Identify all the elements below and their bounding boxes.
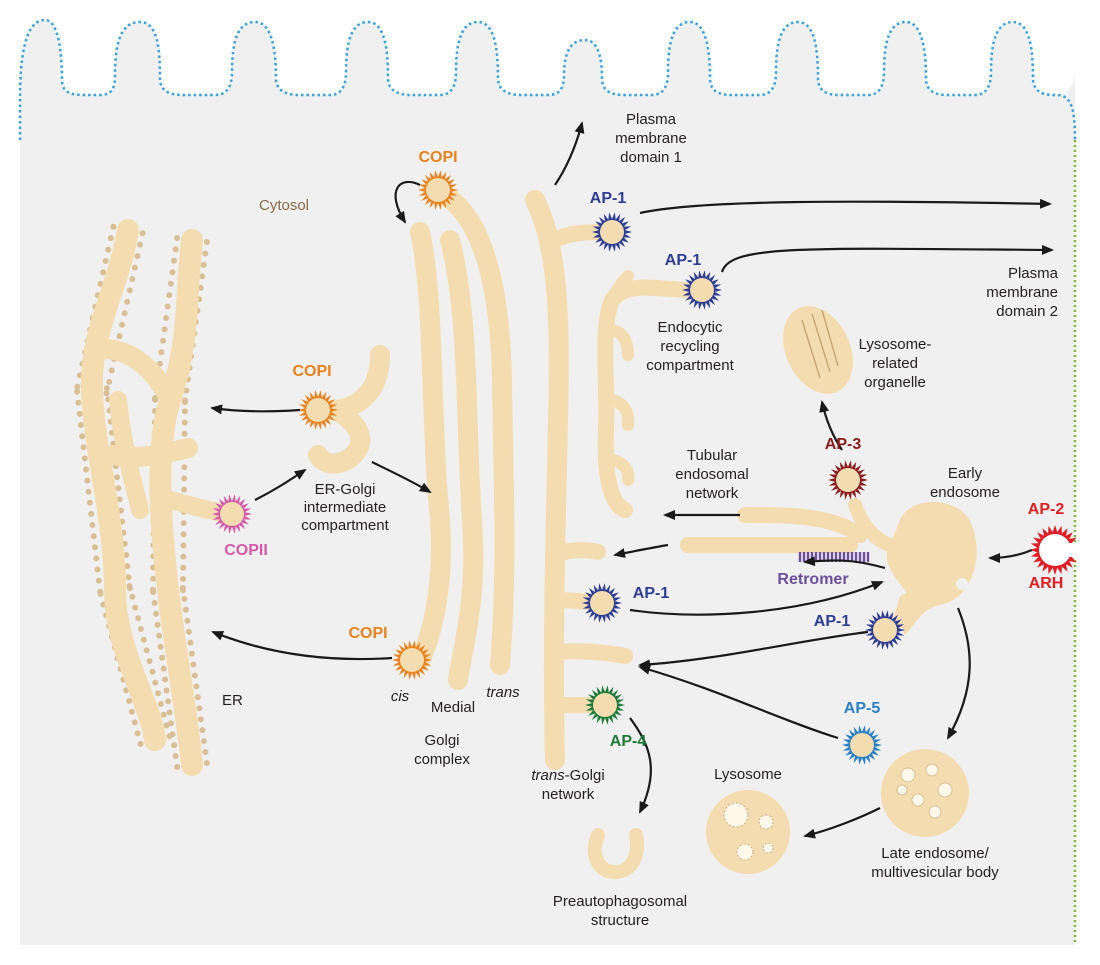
ap1-bud-d <box>865 610 905 650</box>
ap1-bud-c <box>582 583 622 623</box>
coat-label-ap1-c: AP-1 <box>633 585 670 602</box>
copi-bud-mid <box>298 390 338 430</box>
label-lro-1: Lysosome- <box>859 336 932 353</box>
label-golgi-trans: trans <box>486 684 520 701</box>
label-late-endosome-2: multivesicular body <box>871 864 999 881</box>
label-pm2-2: membrane <box>986 284 1058 301</box>
ap3-bud <box>828 460 868 500</box>
golgi-complex <box>410 182 515 690</box>
label-ten-2: endosomal <box>675 466 748 483</box>
tubular-endosomal-network <box>680 498 897 554</box>
label-early-endosome-2: endosome <box>930 484 1000 501</box>
er-golgi-intermediate-compartment <box>308 345 390 474</box>
ap2-coated-pit <box>1030 525 1091 575</box>
label-lysosome: Lysosome <box>714 766 782 783</box>
label-cytosol: Cytosol <box>259 197 309 214</box>
label-golgi-medial: Medial <box>431 699 475 716</box>
label-pm1-2: membrane <box>615 130 687 147</box>
label-pm1-1: Plasma <box>626 111 677 128</box>
retromer-coat <box>798 552 870 562</box>
label-ergic-2: intermediate <box>304 499 387 516</box>
lysosome-related-organelle <box>783 306 853 394</box>
coat-label-ap5: AP-5 <box>844 700 881 717</box>
ap5-bud <box>842 725 882 765</box>
coat-label-ap4: AP-4 <box>610 733 647 750</box>
label-golgi-complex-2: complex <box>414 751 470 768</box>
coat-label-ap2: AP-2 <box>1028 501 1065 518</box>
label-lro-3: organelle <box>864 374 926 391</box>
coat-label-arh: ARH <box>1029 575 1064 592</box>
label-er: ER <box>222 692 243 709</box>
label-lro-2: related <box>872 355 918 372</box>
label-tgn-1: trans-Golgi <box>531 767 604 784</box>
apical-plasma-membrane <box>18 18 1077 141</box>
label-late-endosome-1: Late endosome/ <box>881 845 989 862</box>
preautophagosomal-structure <box>587 828 644 879</box>
lysosome <box>706 790 790 874</box>
label-pas-1: Preautophagosomal <box>553 893 687 910</box>
copii-bud <box>212 494 252 534</box>
ap4-bud <box>585 685 625 725</box>
label-pm1-3: domain 1 <box>620 149 682 166</box>
copi-bud-top <box>418 170 458 210</box>
label-pas-2: structure <box>591 912 649 929</box>
label-erc-1: Endocytic <box>657 319 723 336</box>
label-early-endosome-1: Early <box>948 465 983 482</box>
coat-labels: COPI COPI COPI COPII AP-1 AP-1 AP-1 AP-1… <box>224 149 1064 750</box>
coat-label-ap1-d: AP-1 <box>814 613 851 630</box>
coat-label-copi-bottom: COPI <box>348 625 387 642</box>
coat-label-copi-top: COPI <box>418 149 457 166</box>
label-tgn-italic: trans <box>531 767 565 784</box>
endocytic-recycling-compartment <box>597 270 698 518</box>
diagram-labels: Cytosol ER ER-Golgi intermediate compart… <box>222 111 1059 929</box>
coat-label-ap1-a: AP-1 <box>590 190 627 207</box>
coat-label-copi-mid: COPI <box>292 363 331 380</box>
label-erc-3: compartment <box>646 357 734 374</box>
coat-label-ap1-b: AP-1 <box>665 252 702 269</box>
label-erc-2: recycling <box>660 338 719 355</box>
label-golgi-complex-1: Golgi <box>424 732 459 749</box>
label-ergic-1: ER-Golgi <box>315 481 376 498</box>
label-tgn-2: network <box>542 786 595 803</box>
coat-label-ap3: AP-3 <box>825 436 862 453</box>
transport-arrows <box>210 121 1054 839</box>
label-ten-3: network <box>686 485 739 502</box>
label-pm2-1: Plasma <box>1008 265 1059 282</box>
ap1-bud-b <box>682 270 722 310</box>
label-pm2-3: domain 2 <box>996 303 1058 320</box>
ap1-bud-a <box>592 212 632 252</box>
label-golgi-cis: cis <box>391 688 410 705</box>
coat-label-copii: COPII <box>224 542 268 559</box>
late-endosome-multivesicular-body <box>881 749 969 837</box>
label-ten-1: Tubular <box>687 447 737 464</box>
label-ergic-3: compartment <box>301 517 389 534</box>
label-tgn-rest: -Golgi <box>565 767 605 784</box>
endoplasmic-reticulum <box>74 219 234 776</box>
coat-label-retromer: Retromer <box>777 571 848 588</box>
copi-bud-bottom <box>392 640 432 680</box>
coated-buds <box>212 170 1091 765</box>
